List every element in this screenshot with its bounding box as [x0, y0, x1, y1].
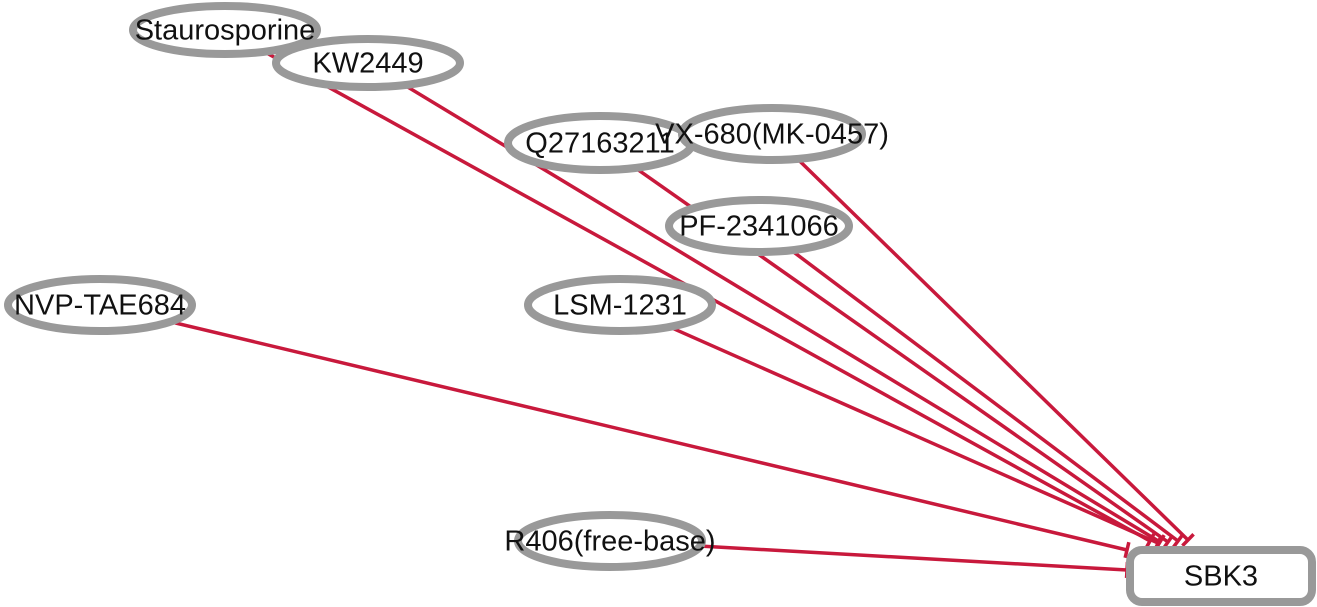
node-shape: [4, 275, 196, 335]
node-lsm1231[interactable]: LSM-1231: [524, 275, 716, 335]
node-shape: [665, 196, 853, 256]
inhibition-arrowhead-icon: [1171, 533, 1185, 549]
edge-lsm1231-sbk3[interactable]: [619, 303, 1163, 552]
node-vx680[interactable]: VX-680(MK-0457): [655, 104, 889, 164]
node-label: Q27163211: [525, 128, 674, 160]
node-label: VX-680(MK-0457): [655, 119, 889, 151]
node-label: SBK3: [1184, 561, 1258, 593]
node-shape: [129, 2, 321, 58]
node-nvptae684[interactable]: NVP-TAE684: [4, 275, 196, 335]
node-shape: [678, 104, 866, 164]
edge-vx680-sbk3[interactable]: [770, 132, 1195, 547]
node-shape: [514, 511, 706, 571]
edge-q27163211-sbk3[interactable]: [598, 141, 1175, 550]
node-label: PF-2341066: [679, 211, 839, 243]
node-pf2341066[interactable]: PF-2341066: [665, 196, 853, 256]
node-shape: [272, 35, 464, 91]
inhibition-arrowhead-icon: [1181, 533, 1195, 547]
node-label: Staurosporine: [135, 15, 316, 47]
node-sbk3[interactable]: SBK3: [1126, 546, 1316, 606]
node-label: R406(free-base): [504, 526, 715, 558]
node-r406[interactable]: R406(free-base): [504, 511, 716, 571]
node-staurosporine[interactable]: Staurosporine: [129, 2, 321, 58]
edge-nvptae684-sbk3[interactable]: [99, 303, 1131, 559]
edge-pf2341066-sbk3[interactable]: [757, 224, 1185, 549]
node-shape: [524, 275, 716, 335]
inhibition-arrowhead-icon: [1123, 541, 1131, 559]
node-label: NVP-TAE684: [14, 290, 186, 322]
node-label: LSM-1231: [553, 290, 687, 322]
node-shape: [1126, 546, 1316, 606]
node-label: KW2449: [312, 48, 423, 80]
node-kw2449[interactable]: KW2449: [272, 35, 464, 91]
